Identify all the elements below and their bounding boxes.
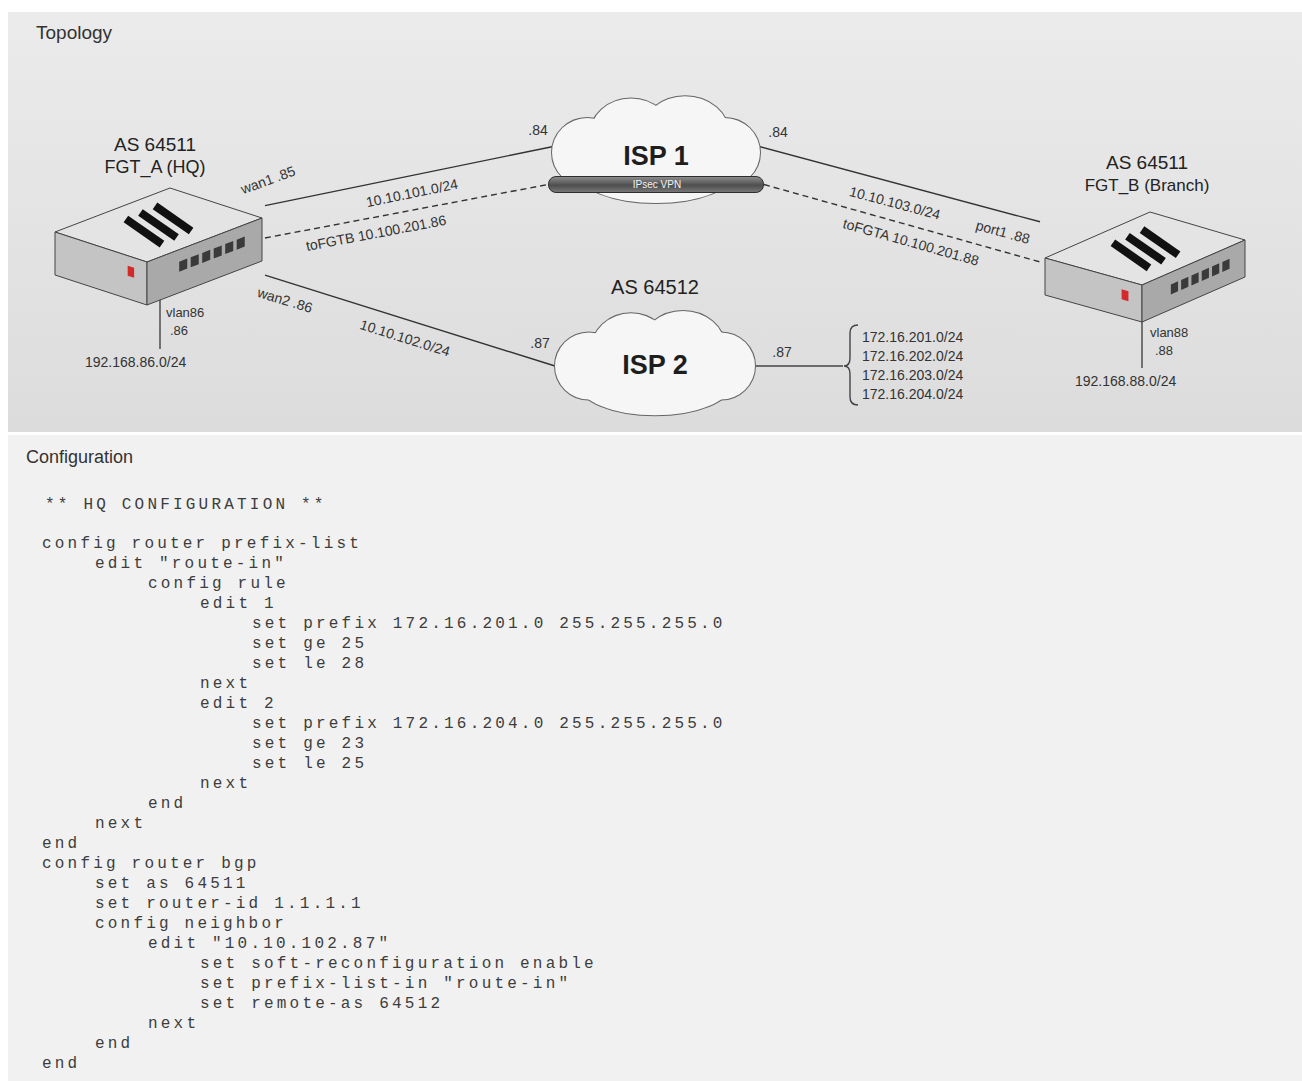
device-front: [1045, 258, 1142, 322]
logo-bar: [155, 206, 191, 231]
config-line: next: [200, 775, 251, 793]
subnet-label: 10.10.103.0/24: [848, 183, 942, 223]
config-line: next: [200, 675, 251, 693]
interface-label: vlan88: [1150, 326, 1188, 341]
firewall: AS 64511FGT_A (HQ): [45, 130, 265, 310]
network-port: [237, 237, 245, 250]
configuration-ground: [8, 435, 1302, 1081]
network-port: [1222, 259, 1229, 272]
network-port: [191, 254, 199, 267]
interface-label: vlan86: [166, 306, 204, 321]
vlan-stub: [159, 298, 160, 349]
config-line: set as 64511: [95, 875, 249, 893]
cloud-lobe: [577, 139, 735, 203]
address-label: .86: [170, 324, 188, 339]
as-number: AS 64511: [1106, 152, 1188, 174]
prefix-label: 172.16.202.0/24: [862, 348, 963, 364]
panel-title: Topology: [36, 22, 112, 44]
isp-cloud: ISP 1 IPsec VPN: [552, 95, 760, 210]
config-line: ** HQ CONFIGURATION **: [45, 496, 327, 514]
config-line: edit 1: [200, 595, 277, 613]
device-name: FGT_A (HQ): [104, 157, 205, 178]
config-line: set le 28: [252, 655, 367, 673]
isp-cloud: AS 64512ISP 2: [555, 310, 755, 422]
config-line: config router prefix-list: [42, 535, 362, 553]
config-line: set prefix-list-in "route-in": [200, 975, 571, 993]
address-label: .84: [528, 122, 547, 138]
interface-label: wan1 .85: [239, 163, 298, 198]
address-label: .84: [768, 124, 787, 140]
config-line: set ge 23: [252, 735, 367, 753]
network-port: [225, 241, 233, 254]
isp-name: ISP 1: [623, 141, 689, 172]
config-line: set soft-reconfiguration enable: [200, 955, 597, 973]
config-line: end: [148, 795, 186, 813]
address-label: .88: [1155, 344, 1173, 359]
as-number: AS 64512: [611, 276, 699, 299]
as-number: AS 64511: [114, 134, 196, 156]
network-port: [214, 245, 222, 258]
network-link: [265, 275, 555, 366]
vendor-logo: [1122, 289, 1129, 301]
subnet-label: 10.10.102.0/24: [358, 316, 452, 359]
topology-panel: TopologyAS 64511FGT_A (HQ)ISP 1IPsec VPN…: [8, 12, 1302, 432]
config-line: config router bgp: [42, 855, 260, 873]
vendor-logo: [128, 266, 134, 278]
network-port: [202, 250, 210, 263]
interface-label: port1 .88: [974, 217, 1032, 247]
subnet-label: toFGTA 10.100.201.88: [842, 216, 982, 269]
network-link: [760, 147, 1040, 222]
firewall: AS 64511FGT_B (Branch): [1040, 148, 1255, 328]
network-port: [1171, 281, 1178, 294]
interface-label: wan2 .86: [255, 284, 314, 316]
address-label: .87: [772, 344, 791, 360]
config-line: set ge 25: [252, 635, 367, 653]
network-port: [1212, 263, 1219, 276]
config-line: next: [95, 815, 146, 833]
network-port: [1181, 277, 1188, 290]
config-line: next: [148, 1015, 199, 1033]
isp-name: ISP 2: [622, 350, 688, 381]
config-line: config neighbor: [95, 915, 287, 933]
prefix-label: 172.16.203.0/24: [862, 367, 963, 383]
subnet-label: toFGTB 10.100.201.86: [304, 212, 447, 254]
prefix-label: 172.16.204.0/24: [862, 386, 963, 402]
config-line: edit 2: [200, 695, 277, 713]
topology-ground: [8, 12, 1302, 432]
config-line: set le 25: [252, 755, 367, 773]
config-line: edit "10.10.102.87": [148, 935, 391, 953]
config-line: set router-id 1.1.1.1: [95, 895, 364, 913]
config-line: set prefix 172.16.204.0 255.255.255.0: [252, 715, 726, 733]
panel-title: Configuration: [26, 447, 133, 468]
address-label: .87: [530, 335, 549, 351]
device-front: [55, 232, 147, 305]
network-port: [179, 259, 187, 272]
cloud-lobe: [577, 139, 735, 203]
prefix-bracket: [844, 325, 858, 405]
config-line: edit "route-in": [95, 555, 287, 573]
network-port: [1191, 272, 1198, 285]
subnet-label: 10.10.101.0/24: [365, 176, 460, 211]
config-line: set prefix 172.16.201.0 255.255.255.0: [252, 615, 726, 633]
config-line: end: [95, 1035, 133, 1053]
config-line: set remote-as 64512: [200, 995, 443, 1013]
subnet-label: 192.168.88.0/24: [1075, 373, 1176, 389]
logo-bar: [1142, 230, 1178, 255]
prefix-label: 172.16.201.0/24: [862, 329, 963, 345]
config-line: end: [42, 835, 80, 853]
config-line: end: [42, 1055, 80, 1073]
vlan-stub: [1141, 318, 1142, 368]
vpn-tunnel-band: IPsec VPN: [548, 176, 764, 193]
firewall-illustration: [1040, 148, 1255, 328]
leader-line: [750, 365, 843, 366]
network-port: [1202, 268, 1209, 281]
subnet-label: 192.168.86.0/24: [85, 354, 186, 370]
device-name: FGT_B (Branch): [1085, 176, 1210, 196]
tunnel-name: IPsec VPN: [633, 179, 681, 191]
config-line: config rule: [148, 575, 289, 593]
